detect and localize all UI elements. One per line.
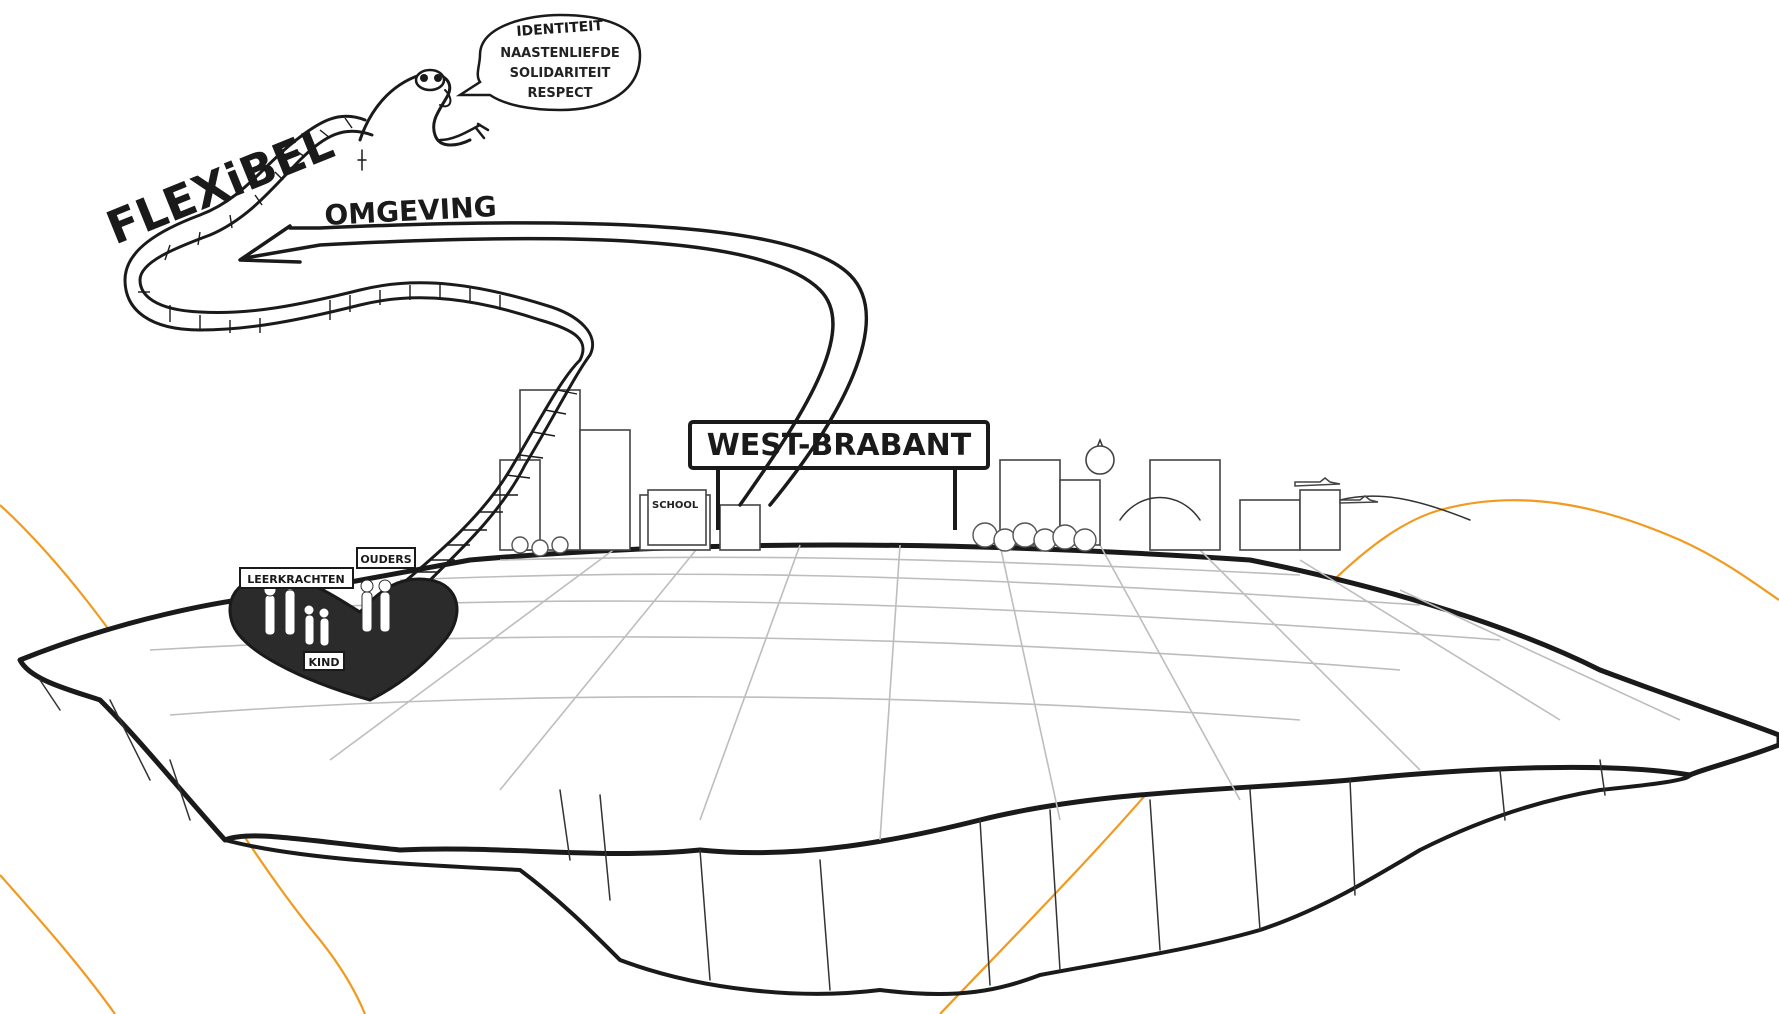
dna-character [358,70,488,170]
leerkrachten-label: LEERKRACHTEN [247,573,345,586]
value-solidariteit: SOLIDARITEIT [510,66,611,81]
value-respect: RESPECT [527,86,592,101]
city-skyline: SCHOOL [500,390,1470,556]
school-label: SCHOOL [652,500,699,511]
ouders-label: OUDERS [360,553,411,566]
kind-label: KIND [309,656,340,669]
school-building [648,490,706,545]
flexibel-label: FLEXiBEL [99,116,341,256]
omgeving-label: OMGEVING [324,190,498,232]
region-sign-text: WEST-BRABANT [707,428,972,463]
value-naastenliefde: NAASTENLIEFDE [500,46,620,61]
identiteit-speech-bubble: IDENTITEIT NAASTENLIEFDE SOLIDARITEIT RE… [460,15,640,110]
